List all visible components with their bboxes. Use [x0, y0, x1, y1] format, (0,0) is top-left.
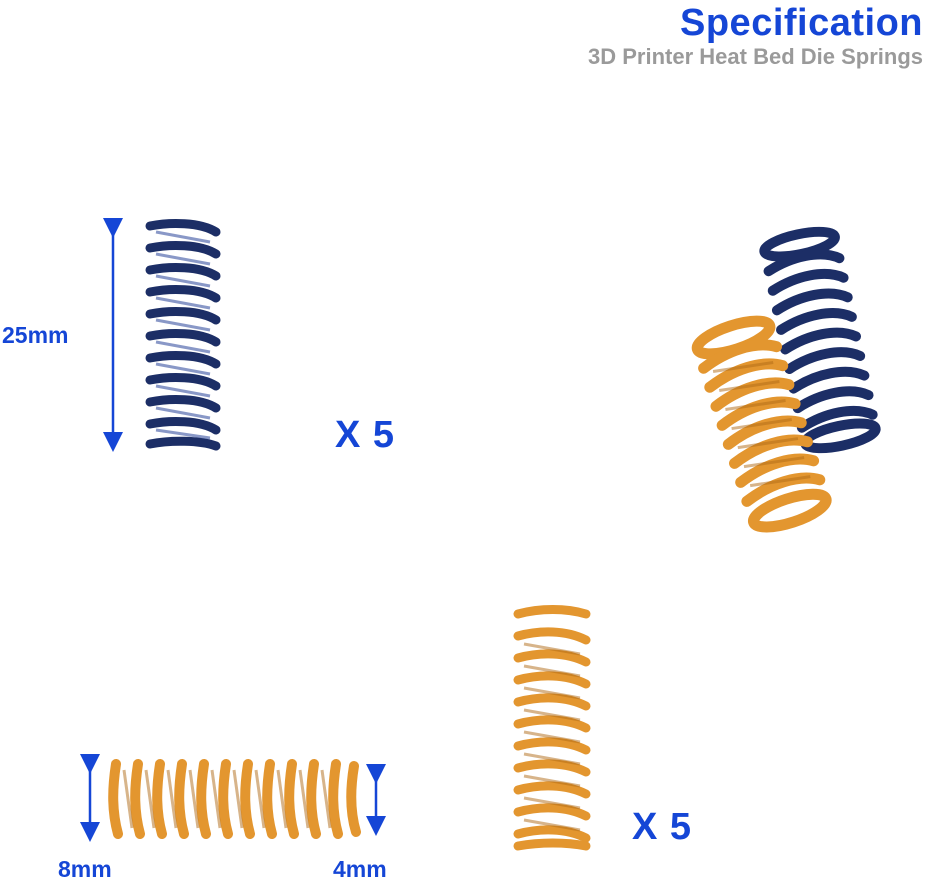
page-subtitle: 3D Printer Heat Bed Die Springs	[588, 44, 923, 69]
blue-spring-angled	[759, 226, 881, 454]
orange-quantity-label: X 5	[632, 806, 693, 848]
blue-quantity-label: X 5	[335, 414, 396, 456]
outer-diameter-label: 8mm	[58, 856, 112, 882]
orange-spring-horizontal	[108, 759, 361, 839]
blue-spring-vertical	[145, 219, 221, 452]
orange-spring-vertical	[513, 605, 591, 851]
length-label: 25mm	[2, 322, 69, 348]
orange-spring-angled	[691, 315, 832, 533]
page-title: Specification	[680, 2, 923, 44]
inner-diameter-label: 4mm	[333, 856, 387, 882]
